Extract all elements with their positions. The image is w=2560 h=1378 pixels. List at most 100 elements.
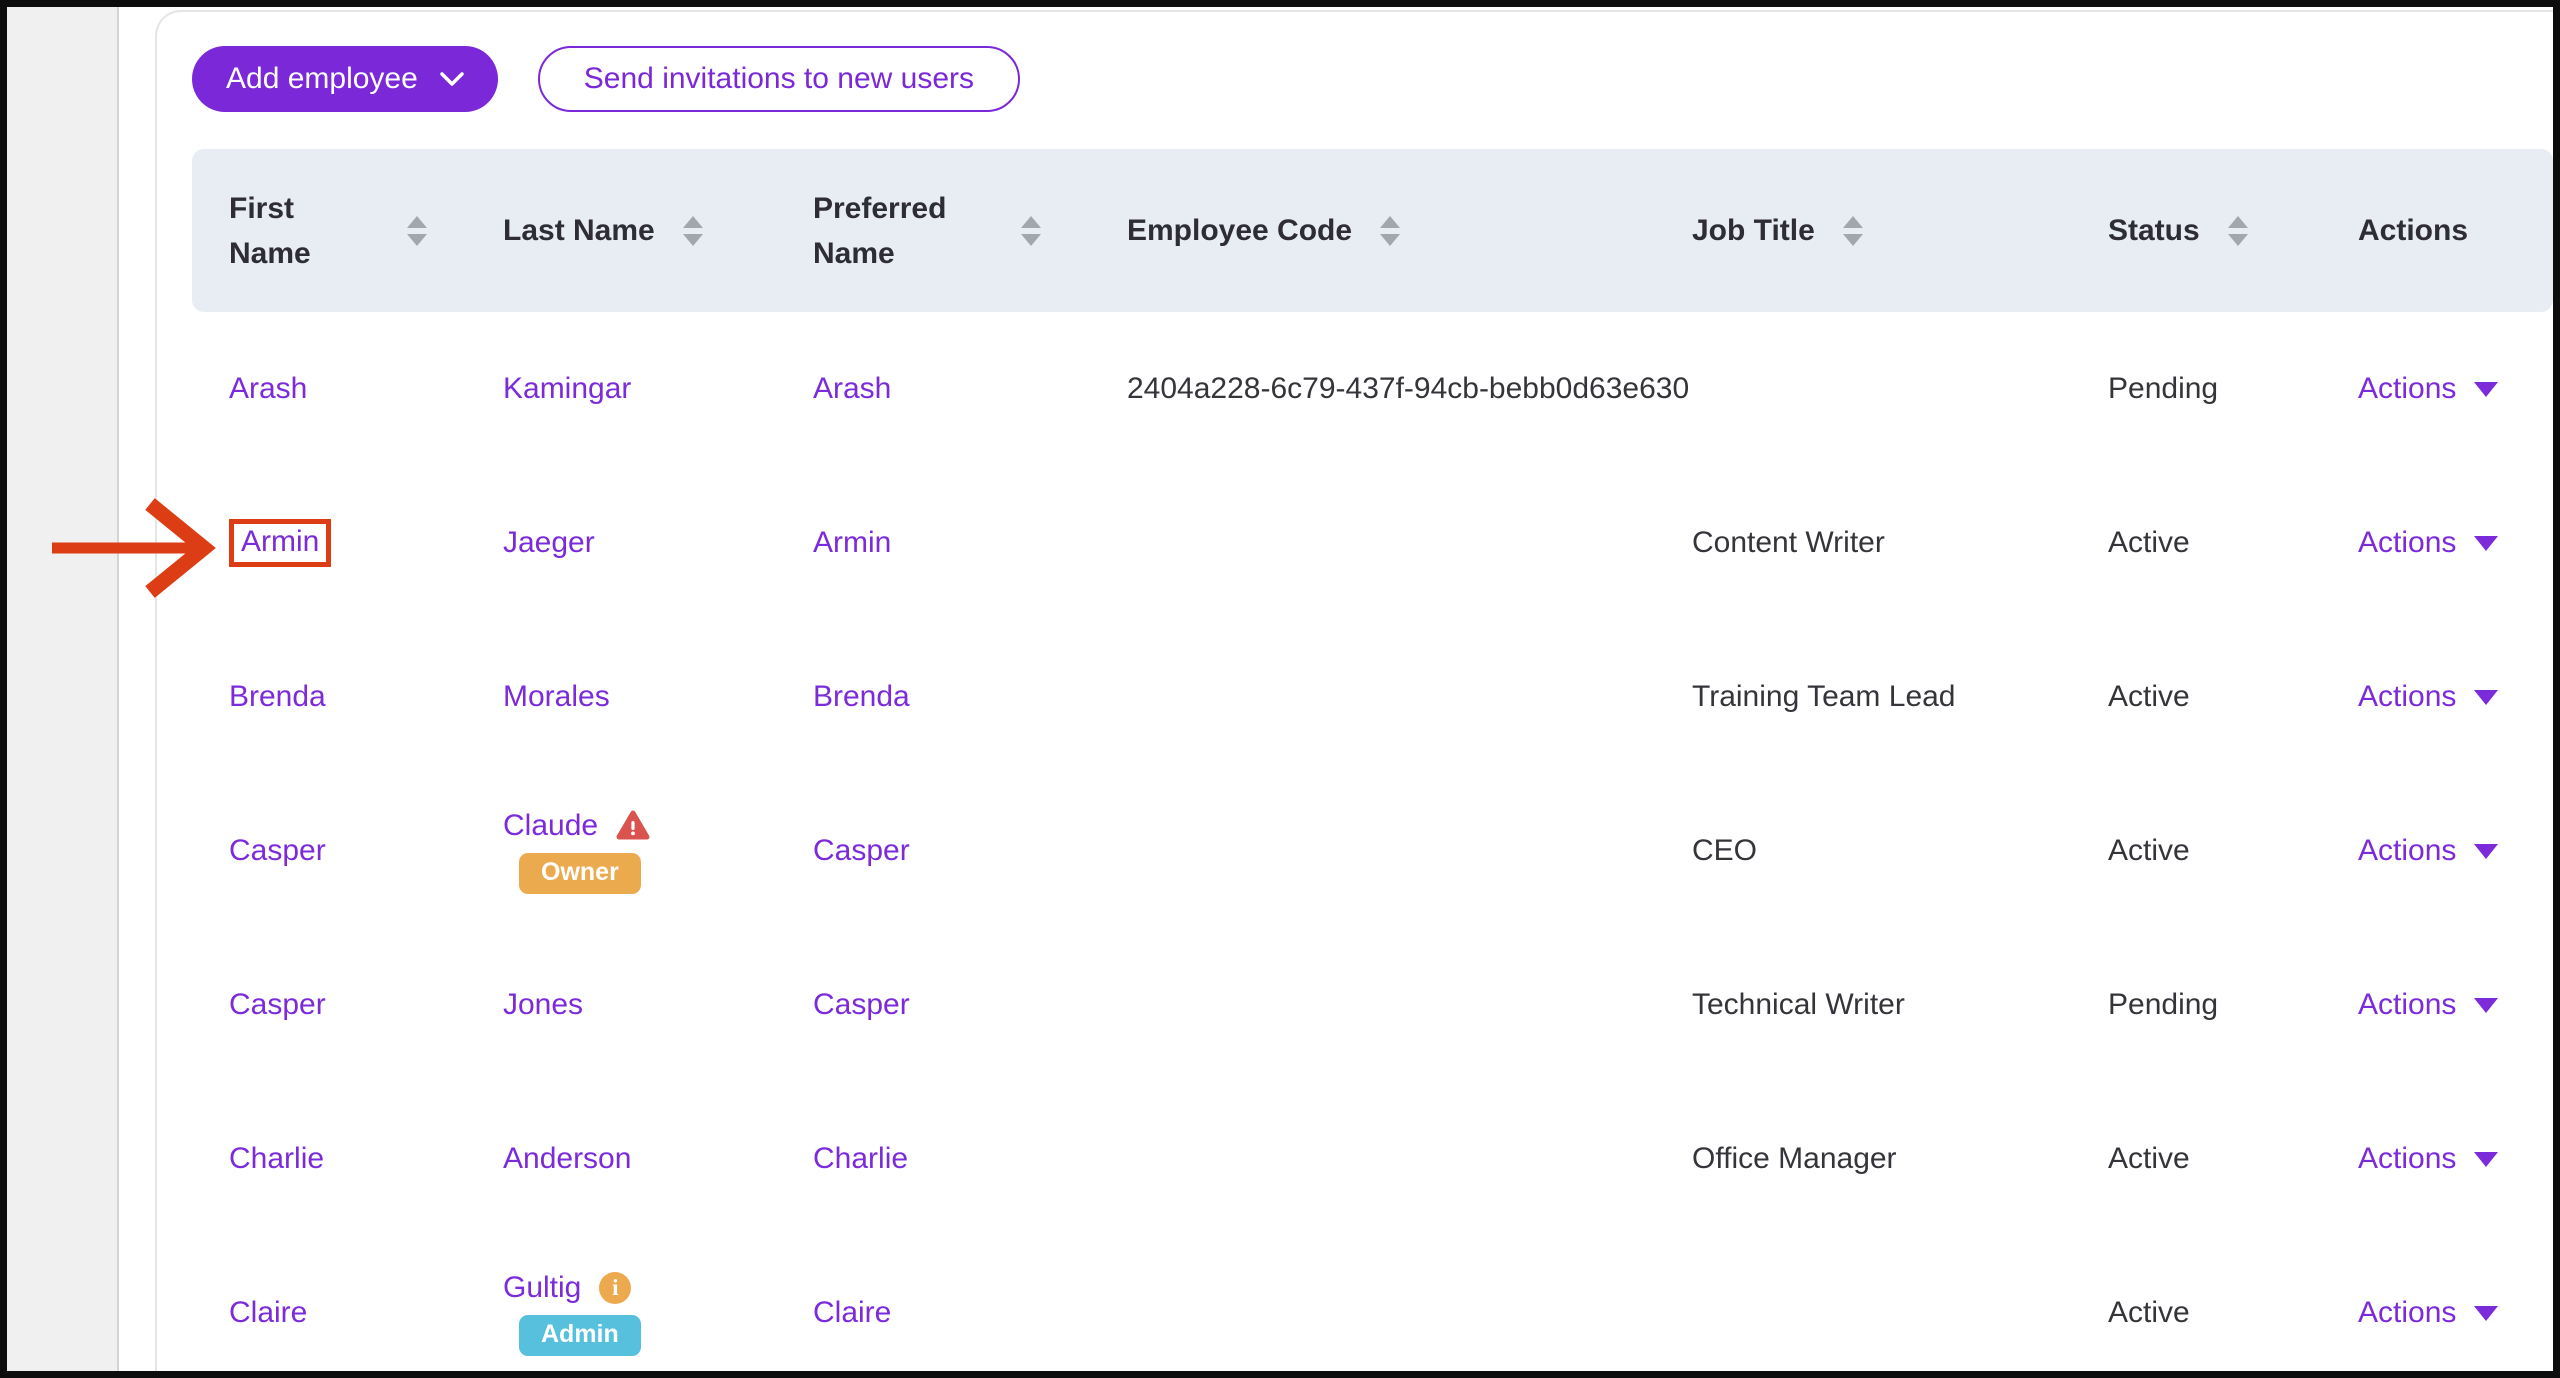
last-name-cell: Jaeger [503, 526, 813, 560]
add-employee-label: Add employee [226, 62, 418, 95]
caret-down-icon [2474, 1305, 2499, 1321]
preferred-name-link[interactable]: Casper [813, 988, 910, 1021]
caret-down-icon [2474, 535, 2499, 551]
last-name-cell: Morales [503, 680, 813, 714]
actions-dropdown[interactable]: Actions [2358, 1296, 2553, 1330]
actions-cell: Actions [2358, 1296, 2553, 1330]
annotation-arrow-icon [48, 496, 228, 605]
table-row: Brenda Morales Brenda Training Team Lead… [192, 620, 2553, 774]
first-name-link[interactable]: Casper [229, 834, 326, 867]
last-name-link[interactable]: Morales [503, 680, 610, 713]
preferred-name-link[interactable]: Casper [813, 834, 910, 867]
left-sidebar-rail [7, 7, 119, 1371]
status-cell: Active [2108, 834, 2358, 868]
employee-code-cell: 2404a228-6c79-437f-94cb-bebb0d63e630 [1127, 372, 1690, 405]
column-header-last-name[interactable]: Last Name [503, 208, 813, 253]
send-invitations-button[interactable]: Send invitations to new users [537, 46, 1021, 112]
last-name-link[interactable]: Jaeger [503, 526, 595, 559]
column-header-employee-code[interactable]: Employee Code [1127, 208, 1692, 253]
sort-icon[interactable] [682, 215, 703, 246]
sort-icon[interactable] [1380, 215, 1401, 246]
last-name-link[interactable]: Gultig [503, 1270, 582, 1304]
actions-dropdown[interactable]: Actions [2358, 988, 2553, 1022]
preferred-name-cell: Claire [813, 1296, 1127, 1330]
caret-down-icon [2474, 843, 2499, 859]
toolbar: Add employee Send invitations to new use… [157, 12, 2553, 112]
job-title-cell: CEO [1692, 834, 1758, 867]
status-cell: Pending [2108, 372, 2358, 406]
actions-cell: Actions [2358, 834, 2553, 868]
sort-icon[interactable] [1842, 215, 1863, 246]
status-text: Active [2108, 1142, 2190, 1175]
first-name-link[interactable]: Brenda [229, 680, 326, 713]
last-name-cell: Gultig i Admin [503, 1271, 813, 1356]
actions-dropdown[interactable]: Actions [2358, 372, 2553, 406]
actions-dropdown[interactable]: Actions [2358, 680, 2553, 714]
preferred-name-cell: Arash [813, 372, 1127, 406]
table-header-row: First Name Last Name Preferred Name Empl… [192, 149, 2553, 312]
table-row: Casper Claude Owner Casper CEO A [192, 774, 2553, 928]
status-text: Active [2108, 1296, 2190, 1329]
preferred-name-cell: Casper [813, 988, 1127, 1022]
last-name-cell: Claude Owner [503, 809, 813, 894]
sort-icon[interactable] [407, 215, 427, 246]
first-name-cell: Armin [229, 519, 503, 567]
preferred-name-cell: Casper [813, 834, 1127, 868]
add-employee-button[interactable]: Add employee [192, 46, 498, 112]
actions-dropdown[interactable]: Actions [2358, 1142, 2553, 1176]
sort-icon[interactable] [1021, 215, 1041, 246]
first-name-cell: Casper [229, 834, 503, 868]
actions-cell: Actions [2358, 1142, 2553, 1176]
job-title-cell: Training Team Lead [1692, 680, 1956, 713]
preferred-name-link[interactable]: Brenda [813, 680, 910, 713]
sort-icon[interactable] [2227, 215, 2248, 246]
caret-down-icon [2474, 997, 2499, 1013]
actions-cell: Actions [2358, 988, 2553, 1022]
first-name-link[interactable]: Casper [229, 988, 326, 1021]
status-text: Pending [2108, 372, 2219, 405]
caret-down-icon [2474, 1151, 2499, 1167]
admin-badge: Admin [519, 1314, 641, 1356]
warning-icon[interactable] [616, 810, 650, 841]
last-name-link[interactable]: Kamingar [503, 372, 632, 405]
job-title-cell: Content Writer [1692, 526, 1885, 559]
job-title-cell: Technical Writer [1692, 988, 1905, 1021]
preferred-name-link[interactable]: Claire [813, 1296, 892, 1329]
actions-dropdown[interactable]: Actions [2358, 834, 2553, 868]
table-row: Casper Jones Casper Technical Writer Pen… [192, 928, 2553, 1082]
column-header-job-title[interactable]: Job Title [1692, 208, 2108, 253]
preferred-name-cell: Brenda [813, 680, 1127, 714]
first-name-link[interactable]: Charlie [229, 1142, 325, 1175]
preferred-name-link[interactable]: Arash [813, 372, 892, 405]
caret-down-icon [2474, 381, 2499, 397]
column-header-preferred-name[interactable]: Preferred Name [813, 186, 1127, 276]
status-cell: Pending [2108, 988, 2358, 1022]
actions-dropdown[interactable]: Actions [2358, 526, 2553, 560]
last-name-link[interactable]: Anderson [503, 1142, 632, 1175]
first-name-link[interactable]: Arash [229, 372, 308, 405]
table-row: Charlie Anderson Charlie Office Manager … [192, 1082, 2553, 1236]
column-header-first-name[interactable]: First Name [229, 186, 503, 276]
last-name-link[interactable]: Jones [503, 988, 584, 1021]
info-icon[interactable]: i [599, 1271, 632, 1304]
first-name-link-highlighted[interactable]: Armin [229, 519, 332, 567]
first-name-link[interactable]: Claire [229, 1296, 308, 1329]
preferred-name-link[interactable]: Armin [813, 526, 892, 559]
owner-badge: Owner [519, 852, 641, 894]
chevron-down-icon [440, 71, 464, 87]
status-text: Active [2108, 834, 2190, 867]
table-row: Arash Kamingar Arash 2404a228-6c79-437f-… [192, 312, 2553, 466]
first-name-cell: Brenda [229, 680, 503, 714]
job-title-cell: Office Manager [1692, 1142, 1897, 1175]
preferred-name-link[interactable]: Charlie [813, 1142, 909, 1175]
first-name-cell: Claire [229, 1296, 503, 1330]
last-name-link[interactable]: Claude [503, 808, 599, 842]
last-name-cell: Anderson [503, 1142, 813, 1176]
column-header-status[interactable]: Status [2108, 208, 2358, 253]
send-invitations-label: Send invitations to new users [583, 62, 975, 95]
status-cell: Active [2108, 680, 2358, 714]
table-row: Armin Jaeger Armin Content Writer Active… [192, 466, 2553, 620]
actions-cell: Actions [2358, 680, 2553, 714]
status-cell: Active [2108, 526, 2358, 560]
preferred-name-cell: Armin [813, 526, 1127, 560]
